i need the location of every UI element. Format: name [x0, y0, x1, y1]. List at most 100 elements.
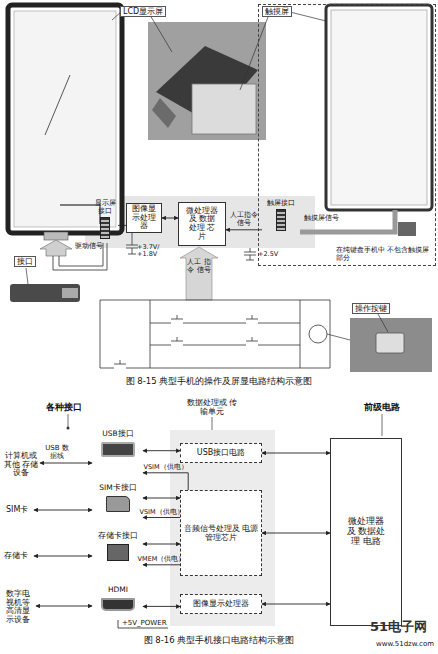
phone-body [8, 5, 122, 233]
edge-label: 人工指令信号 [229, 211, 259, 227]
device-name: SIM卡 [6, 505, 28, 514]
device-arrow [36, 606, 92, 607]
lcd-photo [148, 22, 266, 140]
connector-icon [101, 598, 135, 611]
voltage-label: +2.5V [258, 251, 278, 258]
node-text: 音频信号处理及 电源管理芯片 [181, 524, 261, 542]
callout-label: 接口 [14, 256, 36, 267]
leader-line [26, 268, 28, 284]
column-header: 数据处理或 传输单元 [186, 398, 238, 416]
signal-connector [143, 544, 180, 545]
node-text: 显示屏接口 [92, 199, 118, 215]
edge-label: VSIM（供电） [137, 509, 187, 516]
touch-cable [300, 210, 395, 232]
touch-panel [192, 84, 256, 134]
signal-connector [143, 517, 180, 518]
screen-stroke [60, 205, 100, 224]
callout-label: 触摸屏 [262, 6, 292, 17]
signal-name: 人工 指令 信号 [186, 258, 212, 274]
flex-cable [44, 232, 68, 240]
node-text: 图像显示处理器 [129, 205, 159, 231]
node-text: USB接口电路 [197, 448, 245, 457]
watermark: 51电子网 [370, 620, 427, 635]
connector-icon [107, 544, 129, 561]
figure-caption: 图 8-15 典型手机的操作及屏显电路结构示意图 [0, 377, 438, 387]
connector-icon [100, 217, 110, 239]
keypad-wire [150, 300, 300, 368]
screen-stroke [45, 75, 70, 135]
power-label: +5V_POWER [122, 619, 167, 627]
connector-icon [276, 209, 286, 231]
node-text: USB接口 [102, 430, 133, 439]
keypad-wire [100, 300, 330, 368]
leader-line [240, 17, 268, 90]
leader-line [150, 15, 172, 52]
device-arrow [34, 510, 92, 511]
cable-wire [59, 243, 103, 266]
connector-photo [10, 284, 80, 302]
processor-box: 微处理器 及 数据处理 芯片 [178, 202, 226, 246]
button-photo [350, 318, 432, 372]
device-name: 数字电 视机等 高清显 示设备 [3, 590, 33, 625]
device-arrow [34, 556, 92, 557]
device-name: 计算机或 其他 存储设备 [3, 452, 39, 478]
drive-arrow [40, 240, 72, 256]
hdmi-port: HDMI [93, 586, 143, 620]
device-arrow [40, 463, 92, 464]
signal-connector [262, 604, 330, 605]
signal-name: 驱动信号 [75, 242, 103, 250]
watermark: www.51dzw.com [376, 640, 434, 648]
node-text: SIM卡接口 [99, 484, 136, 493]
edge-label: VSIM（供电） [141, 464, 191, 471]
leader-line [327, 334, 350, 340]
signal-connector [143, 450, 180, 451]
node-text: 在纯键盘手机中 不包含触摸屏部分 [336, 246, 432, 262]
node-text: 微处理器 及 数据处理 电路 [346, 517, 386, 546]
edge-label: VMEM（供电） [137, 556, 187, 563]
usb-port: USB接口 [93, 430, 143, 476]
button-photo [376, 333, 404, 353]
leader-line [378, 314, 388, 332]
leader-dot [67, 427, 70, 430]
gray-block [170, 430, 275, 626]
touch-region: 在纯键盘手机中 不包含触摸屏部分 触屏接口 [258, 4, 436, 266]
process-box: 图像显示处理器 [126, 203, 162, 233]
connector-icon [101, 442, 135, 457]
touch-screen-glass [331, 10, 427, 205]
node-text: 存储卡接口 [98, 532, 138, 541]
signal-connector [143, 473, 188, 490]
lcd-flex [152, 98, 176, 128]
column-header: 各种接口 [46, 402, 82, 412]
touch-interface: 触屏接口 [262, 199, 300, 243]
signal-arrow [180, 247, 218, 300]
circuit-box: USB接口电路 [180, 443, 262, 463]
display-interface: 显示屏接口 [92, 199, 118, 243]
leader-line [290, 12, 330, 22]
signal-connector [162, 218, 178, 219]
figure-caption: 图 8-16 典型手机接口电路结构示意图 [0, 636, 438, 646]
signal-connector [226, 229, 262, 230]
switch-symbol [114, 315, 258, 364]
signal-connector [143, 606, 180, 607]
signal-connector [262, 533, 330, 534]
signal-connector [143, 564, 180, 565]
magnifier-circle [309, 325, 327, 343]
cable-wire [53, 243, 107, 270]
voltage-label: +3.7V/ +1.8V [137, 244, 165, 259]
power-wire [118, 620, 168, 628]
capacitor-symbol [244, 248, 256, 260]
signal-connector [262, 453, 330, 454]
node-text: 微处理器 及 数据处理 芯片 [186, 207, 218, 242]
node-text: 图像显示处理器 [193, 599, 249, 608]
connector-photo [62, 288, 78, 298]
chip-box: 音频信号处理及 电源管理芯片 [180, 490, 262, 576]
processor-box: 微处理器 及 数据处理 电路 [330, 438, 402, 626]
sim-port: SIM卡接口 [93, 484, 143, 524]
cable-name: USB 数据线 [44, 444, 70, 460]
touch-chip [398, 222, 416, 236]
node-text: 触屏接口 [267, 199, 295, 207]
connector-icon [106, 496, 130, 512]
callout-label: 操作按键 [352, 303, 390, 314]
card-port: 存储卡接口 [93, 532, 143, 572]
